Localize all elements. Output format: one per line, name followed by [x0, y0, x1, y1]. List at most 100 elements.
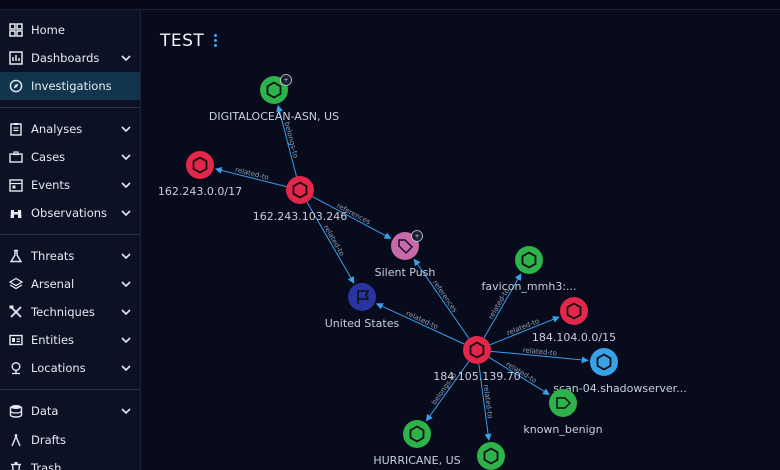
graph-edge[interactable]	[413, 258, 470, 339]
graph-edge[interactable]	[490, 350, 589, 364]
graph-node-country[interactable]: United States	[325, 283, 400, 330]
chevron-down-icon[interactable]	[120, 362, 132, 374]
sidebar-item-home[interactable]: Home	[0, 16, 140, 44]
graph-edge[interactable]	[375, 303, 465, 345]
graph-node-label[interactable]: + Silent Push	[375, 230, 436, 280]
sidebar-item-locations[interactable]: Locations	[0, 354, 140, 382]
graph-node-domain[interactable]: scan-04.shadowserver...	[553, 348, 687, 395]
chevron-down-icon[interactable]	[120, 123, 132, 135]
graph-edge[interactable]	[488, 356, 550, 396]
graph-node-autonomous-system[interactable]: HURRICANE, US	[373, 420, 461, 467]
sidebar-item-investigations[interactable]: Investigations	[0, 72, 140, 100]
graph-edge[interactable]	[489, 316, 560, 346]
page-title: TEST	[160, 31, 205, 51]
graph-edge[interactable]	[483, 273, 522, 339]
sidebar-item-label: Techniques	[31, 305, 95, 319]
sidebar-item-techniques[interactable]: Techniques	[0, 298, 140, 326]
node-badge[interactable]	[280, 74, 292, 86]
graph-node-label: United States	[325, 317, 400, 330]
sidebar-item-label: Events	[31, 178, 70, 192]
graph-node-ipv4-address[interactable]: 184.104.0.0/15	[532, 297, 616, 344]
graph-node-ipv4-address[interactable]: 184.105.139.70	[433, 336, 521, 383]
clipboard-icon	[9, 122, 23, 136]
top-bar	[0, 0, 780, 10]
graph-edge-label: related-to	[322, 224, 346, 258]
chevron-down-icon[interactable]	[120, 151, 132, 163]
sidebar-item-trash[interactable]: Trash	[0, 454, 140, 470]
sidebar-item-arsenal[interactable]: Arsenal	[0, 270, 140, 298]
tag-icon	[398, 239, 414, 255]
sidebar-item-analyses[interactable]: Analyses	[0, 115, 140, 143]
graph-edge-label: related-to	[234, 166, 269, 182]
chevron-down-icon[interactable]	[120, 278, 132, 290]
layers-icon	[9, 277, 23, 291]
hexagon-icon	[483, 447, 499, 465]
sidebar-item-threats[interactable]: Threats	[0, 242, 140, 270]
graph-edge[interactable]	[276, 104, 297, 177]
sidebar-item-observations[interactable]: Observations	[0, 199, 140, 227]
hexagon-icon	[596, 353, 612, 371]
sidebar: Home Dashboards Investigations Analyses …	[0, 10, 141, 470]
graph-node-autonomous-system[interactable]: +DIGITALOCEAN-ASN, US	[209, 74, 339, 124]
dashboard-icon	[9, 51, 23, 65]
hexagon-icon	[192, 156, 208, 174]
graph-node-tag[interactable]: known_benign	[523, 389, 603, 436]
chevron-down-icon[interactable]	[120, 179, 132, 191]
graph-edge-label: related-to	[405, 309, 440, 331]
graph-edge[interactable]	[425, 361, 470, 422]
chevron-down-icon[interactable]	[120, 405, 132, 417]
graph-edge-label: related-to	[522, 346, 557, 357]
graph-node-ipv4-address[interactable]: 162.243.0.0/17	[158, 151, 242, 198]
sidebar-divider	[0, 234, 140, 235]
sidebar-item-label: Dashboards	[31, 51, 100, 65]
chevron-down-icon[interactable]	[120, 306, 132, 318]
sidebar-item-drafts[interactable]: Drafts	[0, 426, 140, 454]
node-badge[interactable]	[411, 230, 423, 242]
graph-node-label: Silent Push	[375, 266, 436, 279]
graph-edge[interactable]	[214, 167, 287, 188]
briefcase-icon	[9, 150, 23, 164]
sidebar-divider	[0, 107, 140, 108]
map-pin-icon	[9, 361, 23, 375]
sidebar-item-events[interactable]: Events	[0, 171, 140, 199]
sidebar-item-label: Threats	[31, 249, 75, 263]
kebab-menu-icon[interactable]	[210, 34, 220, 50]
hexagon-icon	[566, 302, 582, 320]
hexagon-icon	[409, 425, 425, 443]
graph-node-label: known_benign	[523, 423, 602, 436]
sidebar-item-dashboards[interactable]: Dashboards	[0, 44, 140, 72]
expand-icon: +	[414, 233, 419, 240]
sidebar-item-label: Locations	[31, 361, 86, 375]
graph-node-label: HURRICANE, US	[373, 454, 460, 467]
graph-node-hash[interactable]: favicon_mmh3:...	[481, 246, 577, 293]
sidebar-item-label: Arsenal	[31, 277, 75, 291]
flask-icon	[9, 249, 23, 263]
sidebar-item-label: Cases	[31, 150, 66, 164]
graph-edge-label: references	[431, 279, 459, 314]
id-card-icon	[9, 333, 23, 347]
grid-icon	[9, 23, 23, 37]
chevron-down-icon[interactable]	[120, 250, 132, 262]
chevron-down-icon[interactable]	[120, 207, 132, 219]
graph-edge[interactable]	[478, 363, 492, 441]
graph-node-label: 184.104.0.0/15	[532, 331, 616, 344]
graph-node-label: 162.243.0.0/17	[158, 185, 242, 198]
sidebar-item-label: Observations	[31, 206, 108, 220]
chevron-down-icon[interactable]	[120, 52, 132, 64]
sidebar-item-cases[interactable]: Cases	[0, 143, 140, 171]
sidebar-item-data[interactable]: Data	[0, 397, 140, 425]
chevron-down-icon[interactable]	[120, 334, 132, 346]
graph-node-autonomous-system[interactable]	[477, 442, 505, 470]
sidebar-item-entities[interactable]: Entities	[0, 326, 140, 354]
graph-edge[interactable]	[306, 201, 355, 284]
tools-icon	[9, 305, 23, 319]
graph-edge[interactable]	[312, 196, 392, 239]
investigation-graph[interactable]: belongs-torelated-toreferencesrelated-to…	[141, 10, 780, 470]
label-icon	[556, 397, 572, 409]
hexagon-icon	[292, 181, 308, 199]
sidebar-divider	[0, 389, 140, 390]
graph-node-label: favicon_mmh3:...	[481, 280, 576, 293]
flag-icon	[357, 290, 370, 304]
graph-node-ipv4-address[interactable]: 162.243.103.246	[253, 176, 347, 223]
sidebar-item-label: Trash	[31, 461, 62, 470]
